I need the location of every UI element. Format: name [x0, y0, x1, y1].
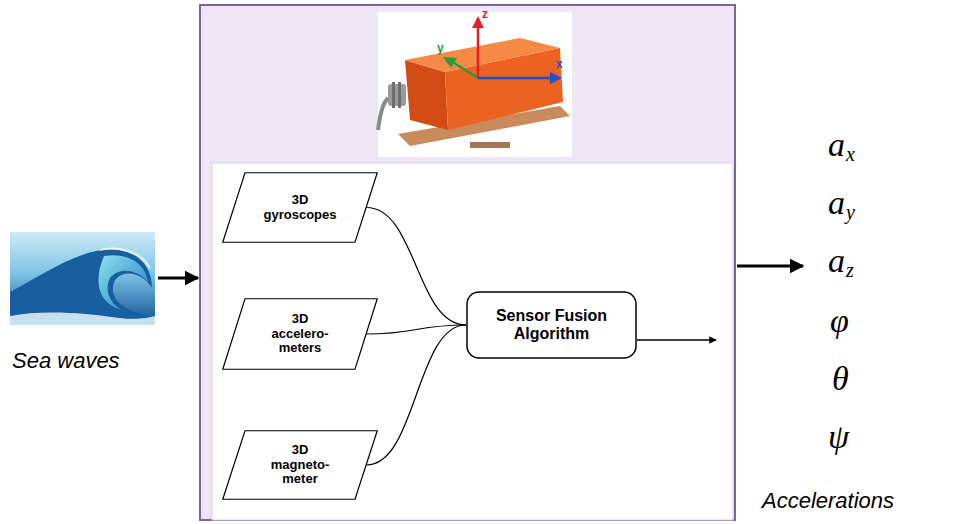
label-anchor: ψ	[828, 420, 849, 454]
label-anchor: θ	[832, 362, 849, 396]
label-anchor: z	[482, 8, 488, 20]
output-symbol: φ	[830, 304, 849, 338]
output-symbol: a	[828, 128, 845, 162]
input-arrow	[158, 277, 198, 280]
label-anchor: a	[828, 186, 845, 220]
label-anchor: x	[846, 144, 855, 164]
sensor-parallelogram: 3D gyroscopes	[222, 172, 378, 243]
sea-wave-picture	[10, 232, 155, 325]
label-anchor: Sea waves	[12, 350, 120, 372]
output-subscript: z	[846, 260, 854, 280]
output-symbol: θ	[832, 362, 849, 396]
output-subscript: x	[846, 144, 855, 164]
axis-label: y	[437, 42, 444, 54]
output-subscript: y	[846, 202, 855, 222]
imu-device-picture	[378, 12, 572, 157]
diagram-panel	[212, 163, 733, 520]
output-caption: Accelerations	[762, 490, 894, 512]
sensor-name: 3D accelero- meters	[271, 312, 328, 357]
parallelogram-outline	[223, 431, 378, 500]
parallelogram-outline	[223, 299, 378, 370]
axis-label: z	[482, 8, 488, 20]
sensor-name: 3D magneto- meter	[271, 443, 330, 488]
output-arrow	[737, 265, 803, 268]
signal-connector	[367, 325, 467, 465]
signal-connector	[367, 208, 467, 326]
label-anchor: y	[846, 202, 855, 222]
label-anchor: x	[556, 58, 563, 70]
label-anchor: z	[846, 260, 854, 280]
rounded-outline	[467, 292, 636, 358]
label-anchor: φ	[830, 304, 849, 338]
axis-label: x	[556, 58, 563, 70]
process-box: Sensor Fusion Algorithm	[466, 291, 637, 359]
process-name: Sensor Fusion Algorithm	[481, 307, 622, 344]
label-anchor: y	[437, 42, 444, 54]
parallelogram-outline	[223, 173, 378, 243]
sensor-parallelogram: 3D accelero- meters	[222, 298, 378, 370]
fusion-output-arrow	[637, 339, 716, 341]
label-anchor: Accelerations	[762, 490, 894, 512]
sensor-name: 3D gyroscopes	[264, 193, 337, 223]
label-anchor: a	[828, 128, 845, 162]
label-anchor: a	[828, 244, 845, 278]
sensor-parallelogram: 3D magneto- meter	[222, 430, 378, 500]
sensor-housing	[200, 5, 735, 520]
output-symbol: ψ	[828, 420, 849, 454]
output-symbol: a	[828, 244, 845, 278]
output-symbol: a	[828, 186, 845, 220]
input-caption: Sea waves	[12, 350, 120, 372]
